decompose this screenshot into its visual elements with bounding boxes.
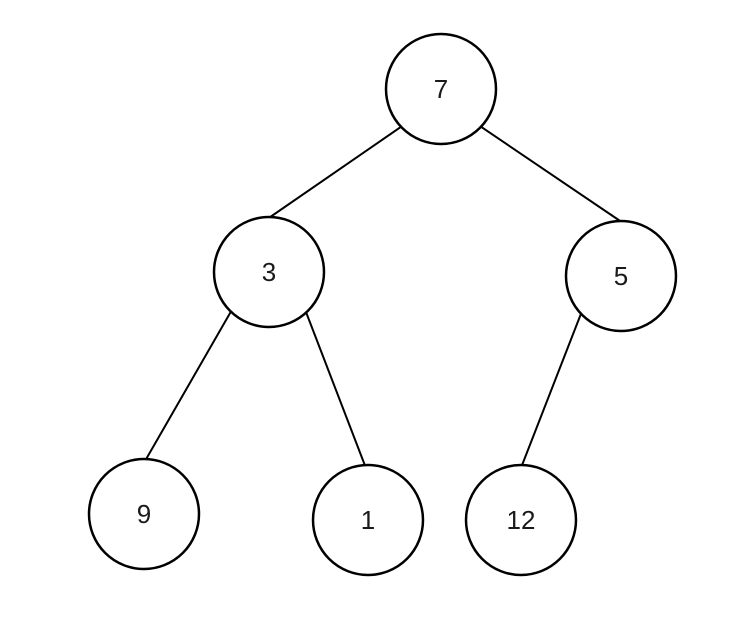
tree-node-left: 3	[212, 215, 326, 329]
node-circle	[87, 457, 201, 571]
tree-node-right-left: 12	[464, 463, 578, 577]
tree-node-left-left: 9	[87, 457, 201, 571]
edge-7-3	[262, 121, 409, 223]
node-circle	[311, 463, 425, 577]
edge-3-9	[140, 300, 238, 469]
tree-node-left-right: 1	[311, 463, 425, 577]
tree-node-root: 7	[384, 32, 498, 146]
node-label: 7	[434, 74, 448, 104]
edge-5-12	[518, 305, 585, 474]
node-label: 1	[361, 505, 375, 535]
node-circle	[212, 215, 326, 329]
node-circle	[464, 463, 578, 577]
edge-3-1	[300, 298, 370, 477]
node-label: 12	[507, 505, 536, 535]
node-label: 3	[262, 257, 276, 287]
node-label: 5	[614, 261, 628, 291]
node-circle	[384, 32, 498, 146]
tree-node-right: 5	[564, 219, 678, 333]
node-circle	[564, 219, 678, 333]
node-label: 9	[137, 499, 151, 529]
edge-7-5	[473, 121, 630, 228]
tree-edges	[140, 121, 630, 477]
